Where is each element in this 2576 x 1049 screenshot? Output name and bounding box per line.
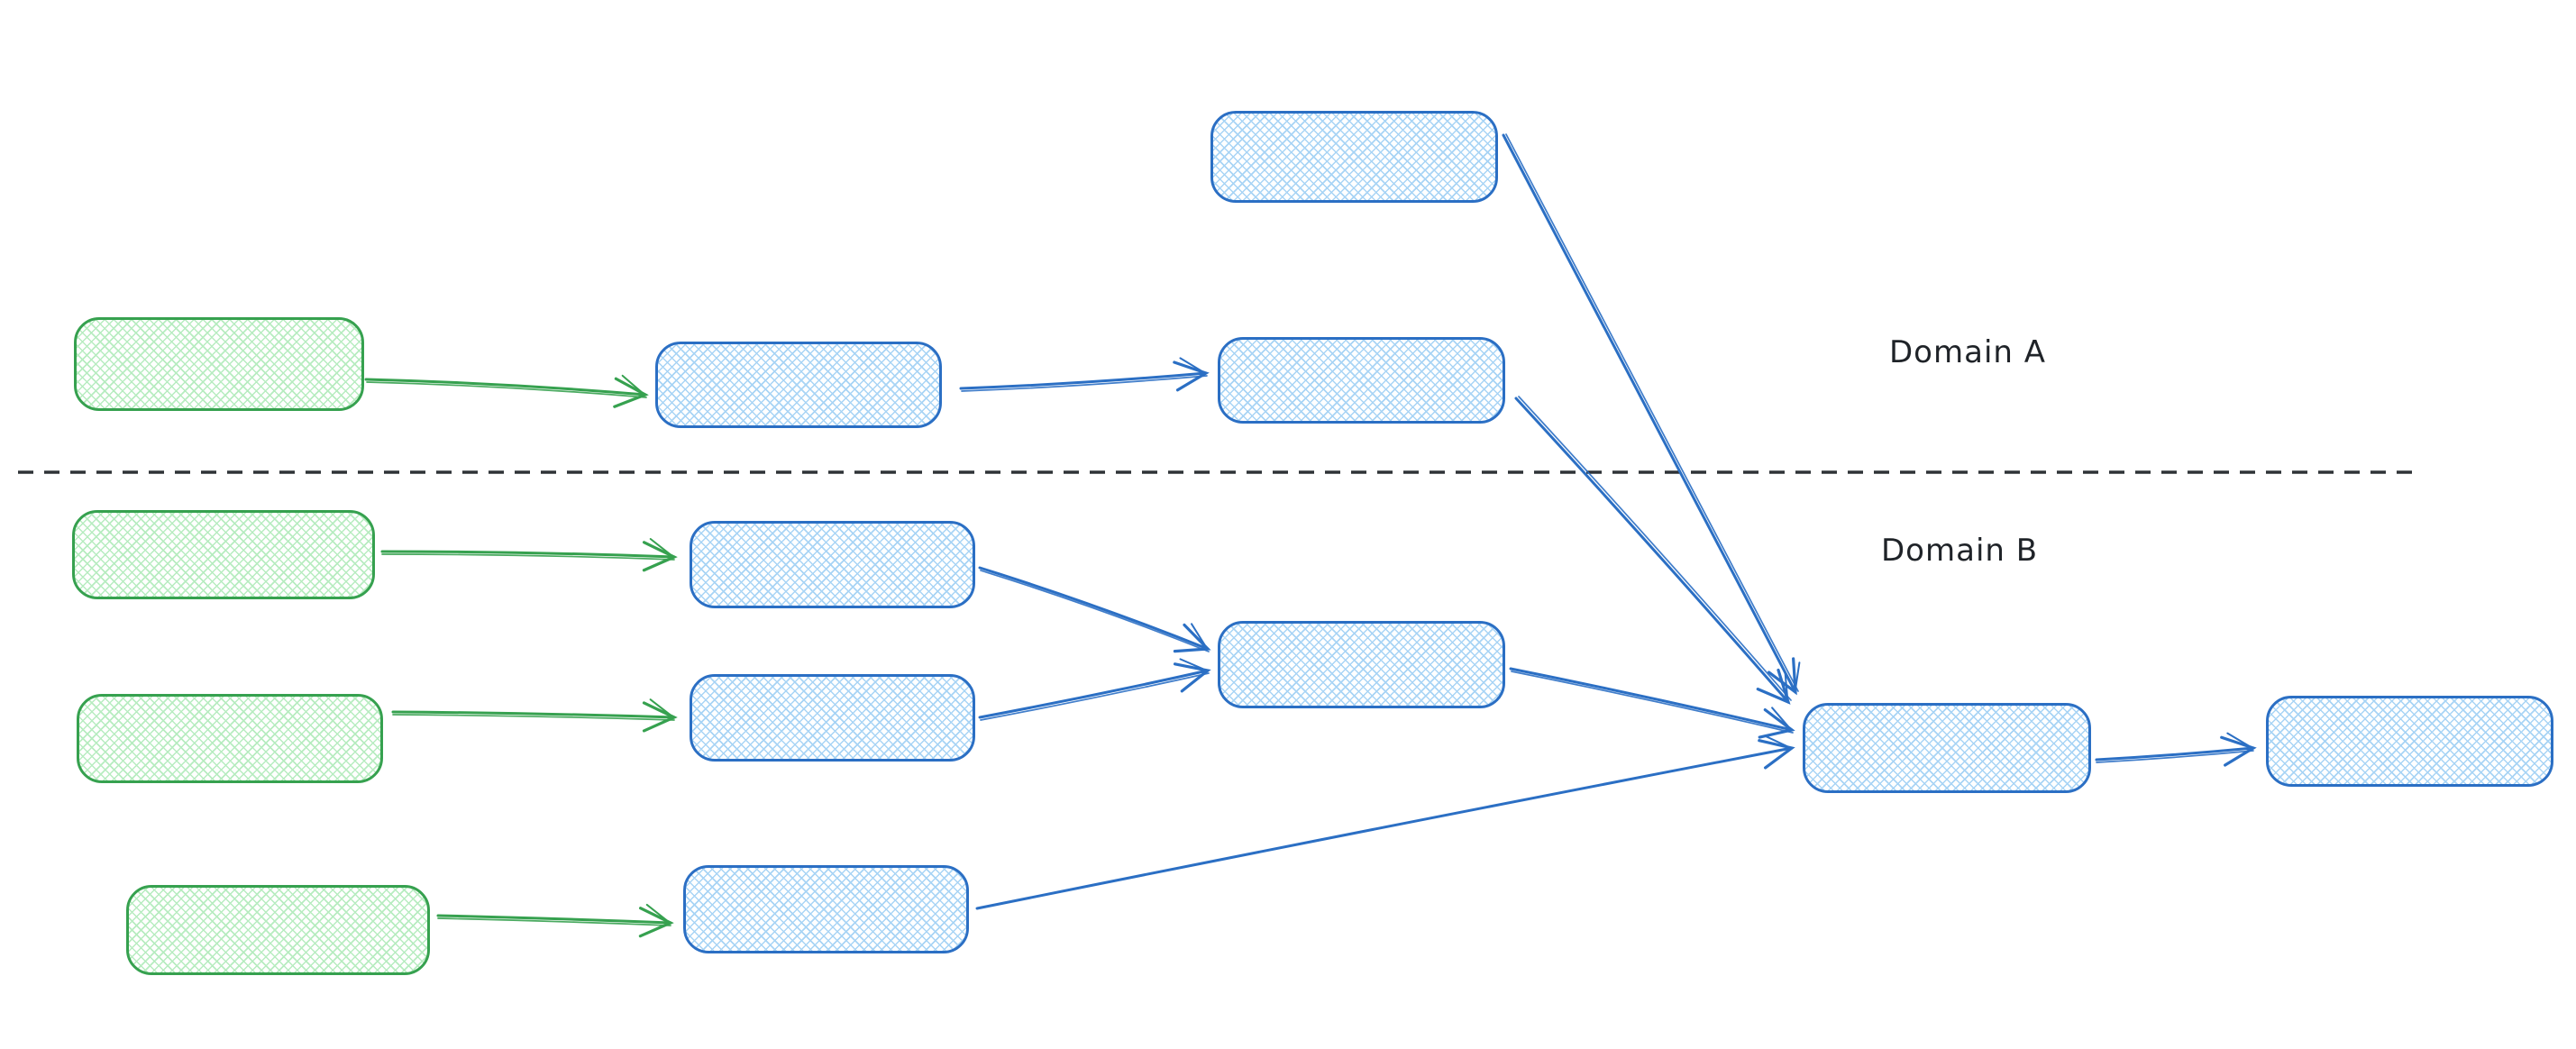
node-green-a[interactable] <box>74 317 364 411</box>
domain-b-label[interactable]: Domain B <box>1881 533 2039 569</box>
domain-a-label[interactable]: Domain A <box>1889 334 2046 370</box>
edge-green-b1-to-blue-b1[interactable] <box>380 538 678 572</box>
node-blue-b3[interactable] <box>683 865 969 953</box>
node-green-b3[interactable] <box>126 885 430 975</box>
node-blue-a2[interactable] <box>1218 337 1505 424</box>
node-blue-final[interactable] <box>2266 696 2553 787</box>
node-blue-b2[interactable] <box>690 674 975 762</box>
edge-blue-b-mid-to-blue-converge-echo <box>1511 670 1794 734</box>
edge-blue-a2-to-blue-converge[interactable] <box>1514 397 1791 705</box>
edge-blue-a1-to-blue-a2[interactable] <box>959 357 1210 392</box>
edge-green-b3-to-blue-b3[interactable] <box>436 903 674 938</box>
edge-blue-b-mid-to-blue-converge[interactable] <box>1509 667 1795 739</box>
edge-blue-b2-to-blue-b-mid-echo <box>980 672 1210 721</box>
edge-green-b2-to-blue-b2-echo <box>392 714 675 721</box>
edge-green-b3-to-blue-b3-echo <box>437 917 671 926</box>
edge-green-b1-to-blue-b1-echo <box>381 553 675 561</box>
node-blue-b1[interactable] <box>690 521 975 608</box>
edge-green-a-to-blue-a1-echo <box>366 381 647 398</box>
edge-blue-converge-to-blue-final[interactable] <box>2095 732 2257 767</box>
node-green-b2[interactable] <box>77 694 383 783</box>
edge-green-b2-to-blue-b2[interactable] <box>391 698 678 733</box>
edge-blue-a-top-to-blue-converge[interactable] <box>1502 133 1801 696</box>
edge-blue-b2-to-blue-b-mid[interactable] <box>978 658 1211 719</box>
node-blue-a-top[interactable] <box>1210 111 1498 203</box>
edge-green-a-to-blue-a1[interactable] <box>364 374 649 408</box>
node-blue-b-mid[interactable] <box>1218 621 1505 708</box>
node-blue-a1[interactable] <box>655 342 942 428</box>
edge-blue-b1-to-blue-b-mid-echo <box>980 570 1210 652</box>
edge-blue-a1-to-blue-a2-echo <box>961 375 1208 392</box>
edge-blue-b3-to-blue-converge[interactable] <box>975 734 1795 910</box>
node-blue-converge[interactable] <box>1803 703 2091 793</box>
edge-blue-b1-to-blue-b-mid[interactable] <box>978 566 1211 653</box>
node-green-b1[interactable] <box>72 510 375 599</box>
edge-blue-a2-to-blue-converge-echo <box>1518 396 1792 701</box>
edge-blue-a-top-to-blue-converge-echo <box>1505 133 1799 692</box>
edge-blue-converge-to-blue-final-echo <box>2096 750 2254 763</box>
